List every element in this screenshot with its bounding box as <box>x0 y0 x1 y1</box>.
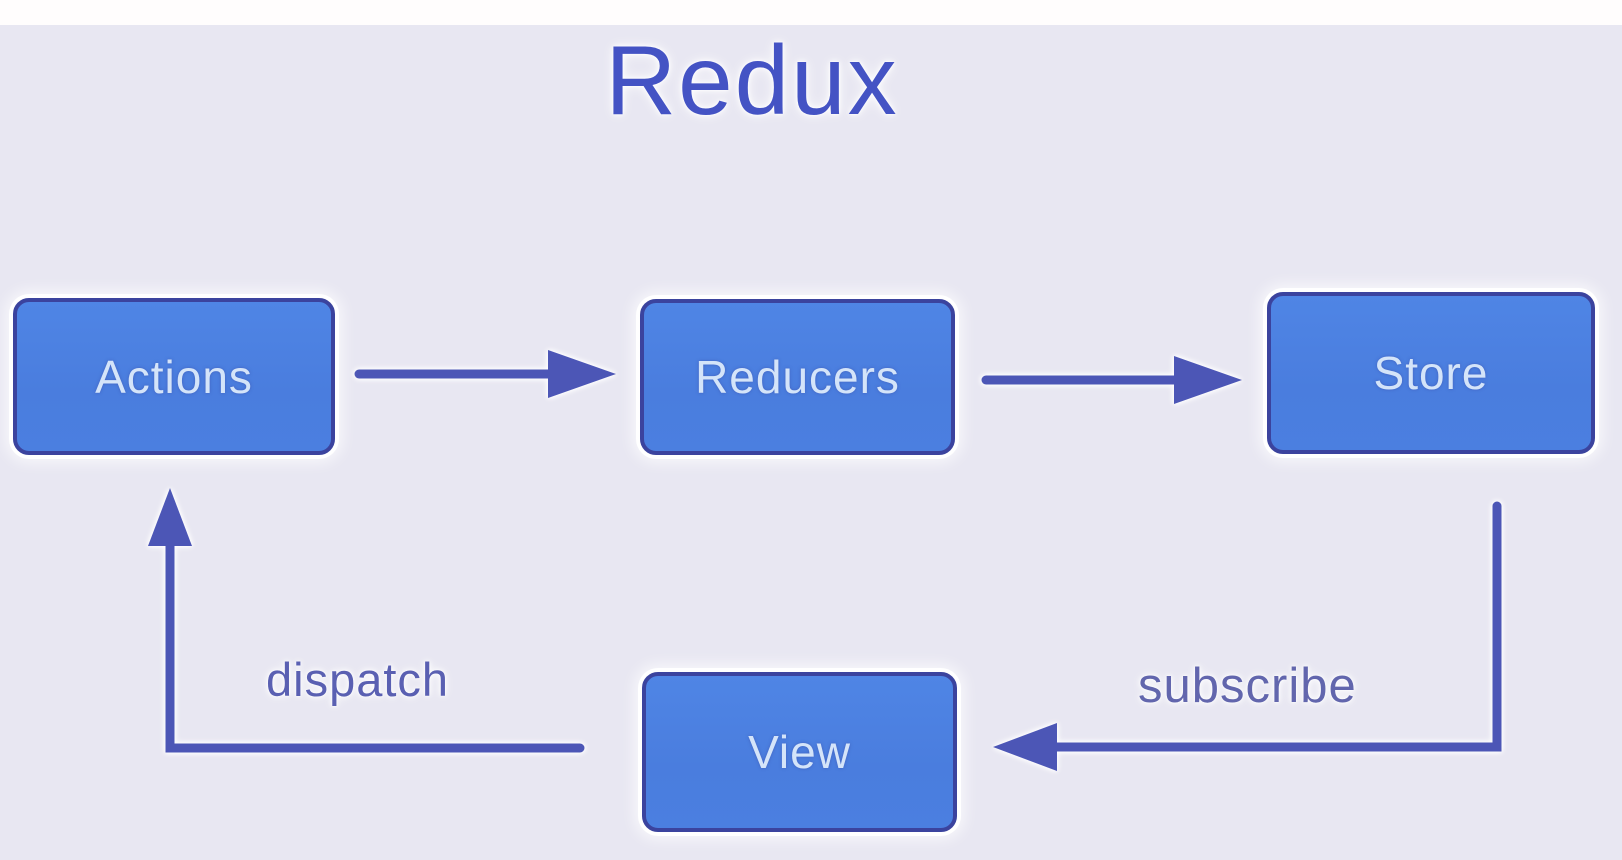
node-view: View <box>642 672 957 832</box>
node-view-label: View <box>748 726 851 778</box>
node-reducers: Reducers <box>640 299 955 455</box>
page-title: Redux <box>605 25 899 135</box>
node-actions: Actions <box>13 298 335 455</box>
edge-label-dispatch: dispatch <box>266 653 450 706</box>
node-store: Store <box>1267 292 1595 454</box>
node-actions-label: Actions <box>95 350 253 403</box>
edge-label-subscribe: subscribe <box>1138 659 1357 713</box>
node-reducers-label: Reducers <box>695 351 900 403</box>
node-store-label: Store <box>1373 347 1489 399</box>
